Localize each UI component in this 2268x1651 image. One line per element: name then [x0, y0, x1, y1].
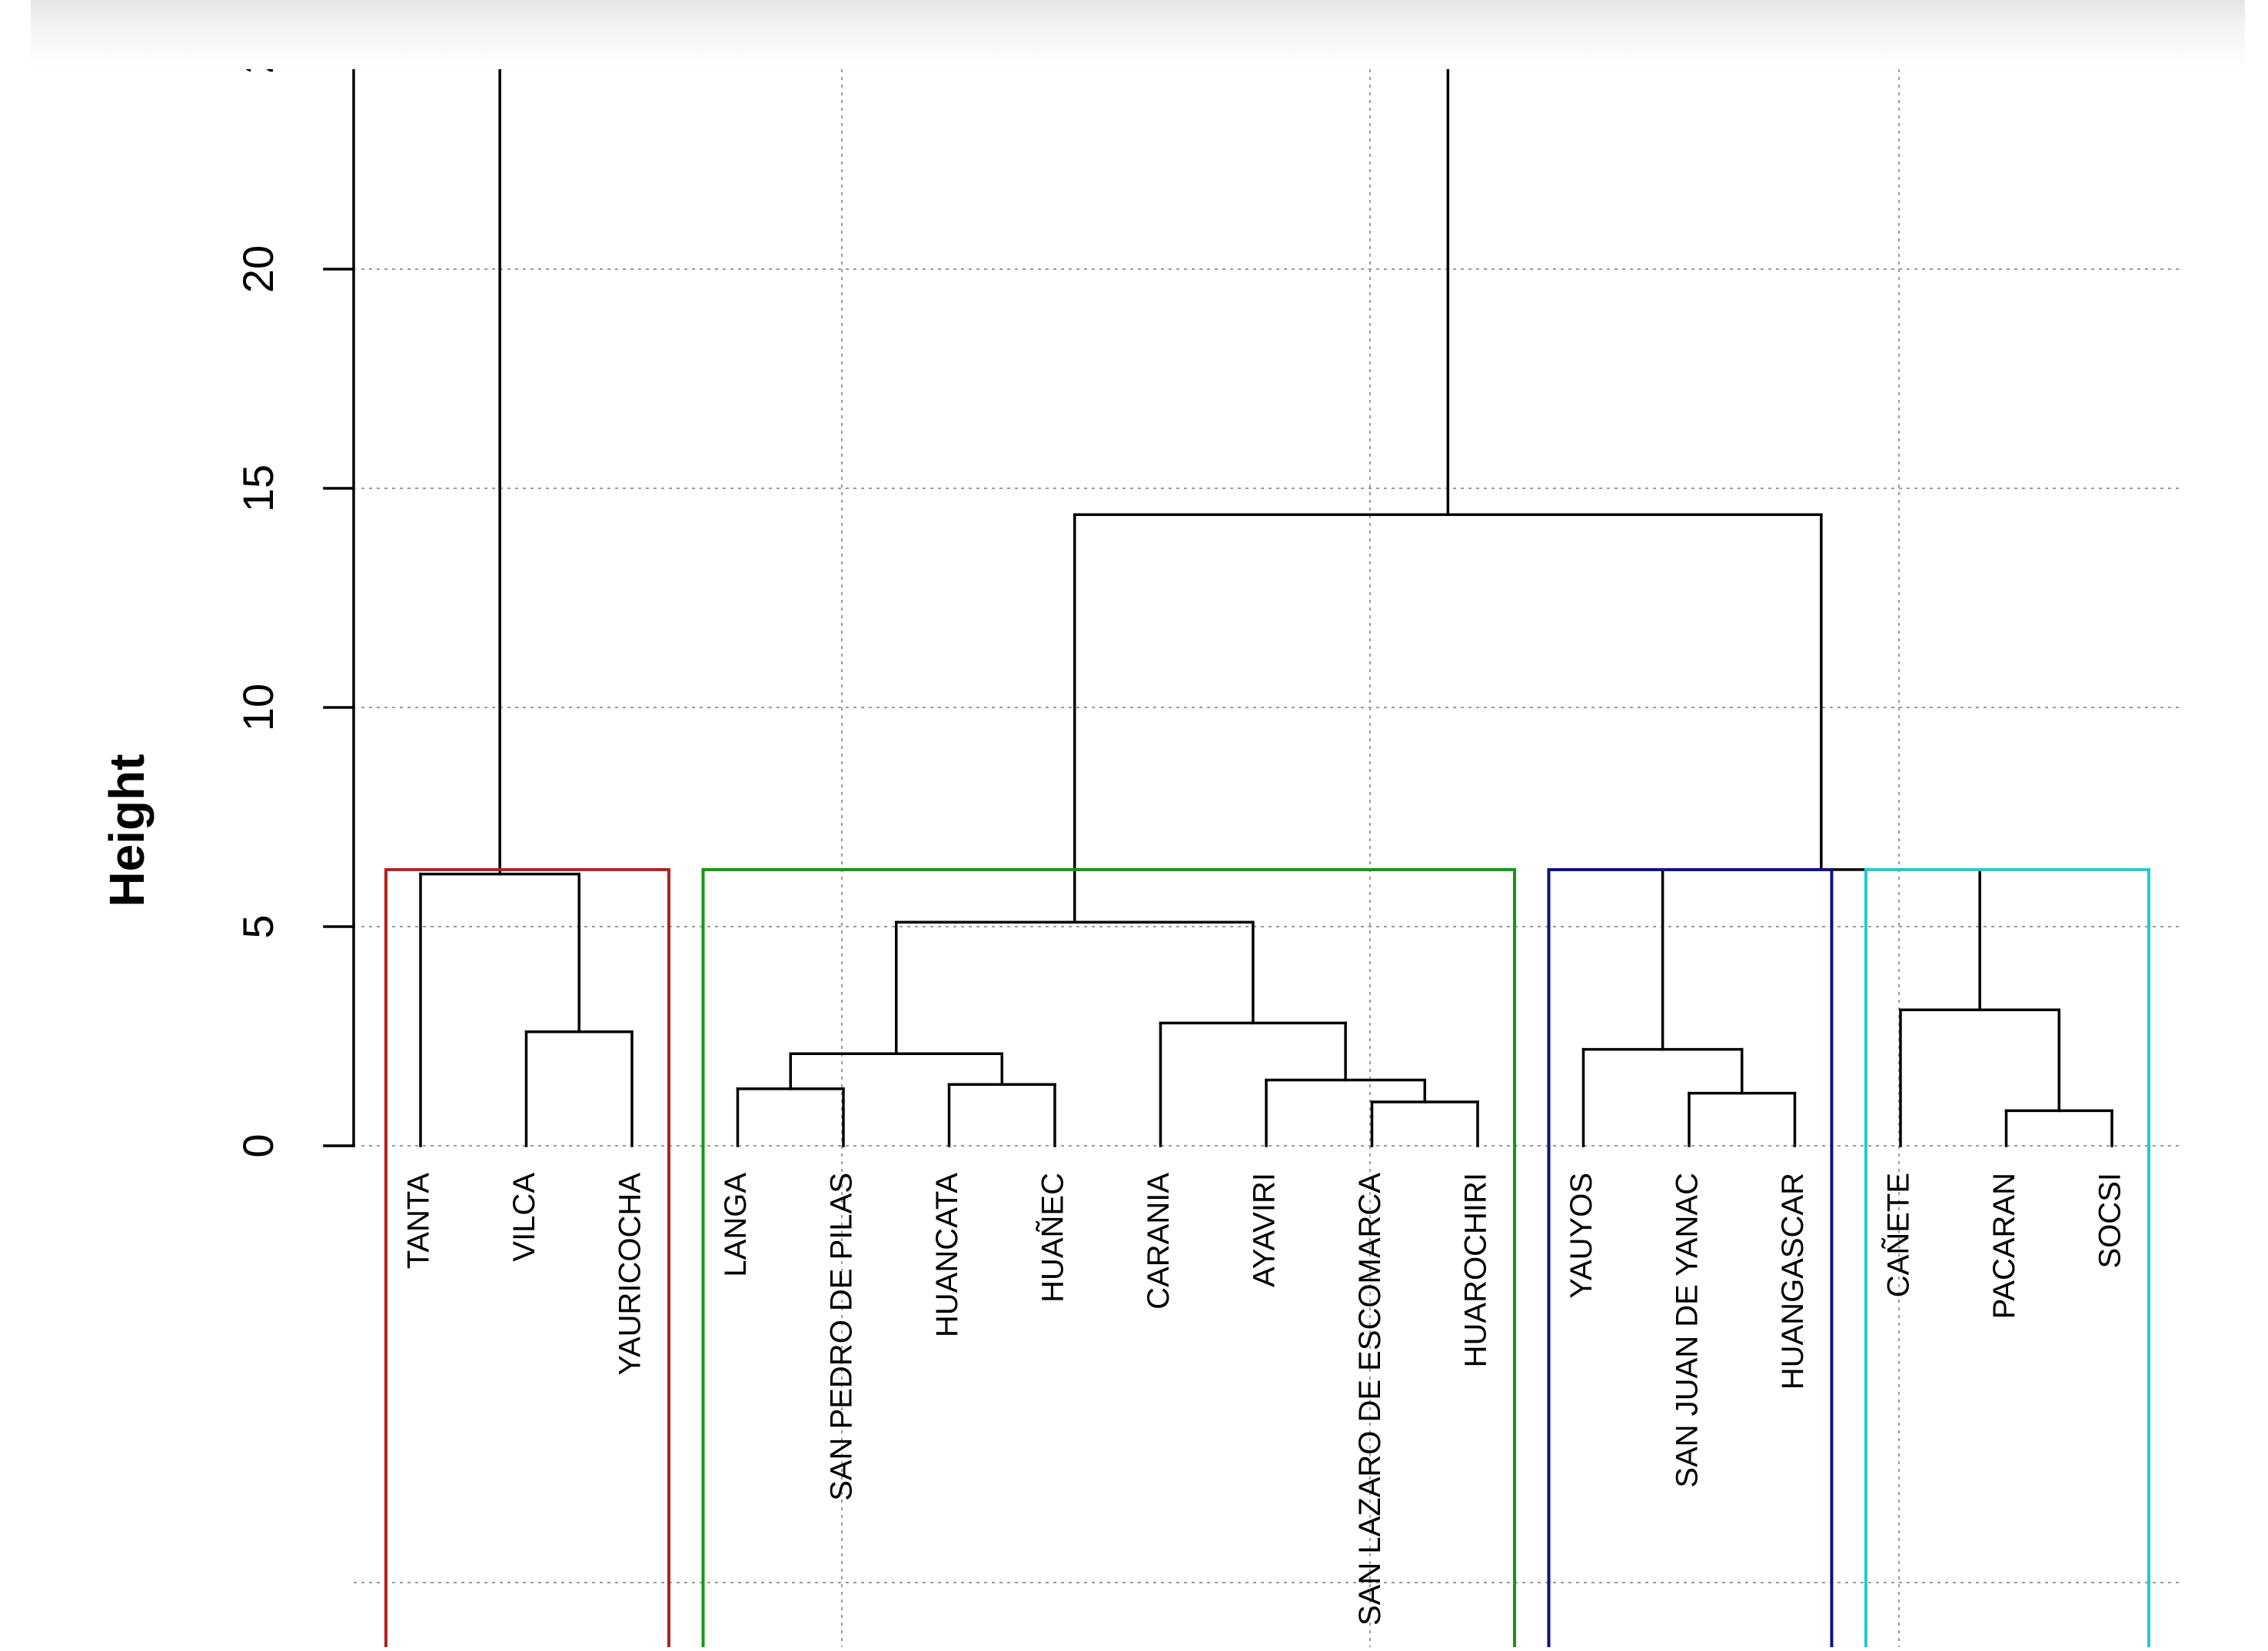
cluster-rect-1	[384, 867, 670, 1651]
leaf-label: HUANGASCAR	[1776, 1173, 1810, 1390]
cluster-rect-4	[1864, 867, 2150, 1651]
y-tick-label: 0	[234, 1133, 282, 1157]
leaf-label: HUAÑEC	[1036, 1173, 1070, 1303]
leaf-label: HUAROCHIRI	[1459, 1173, 1493, 1367]
y-axis-title: Height	[99, 754, 155, 907]
leaf-label: CARANIA	[1142, 1173, 1176, 1310]
y-tick-label: 10	[234, 684, 282, 731]
top-fade	[31, 0, 2245, 69]
leaf-label: AYAVIRI	[1248, 1173, 1282, 1287]
cluster-rect-2	[701, 867, 1516, 1651]
leaf-label: LANGA	[719, 1173, 753, 1277]
leaf-label: YAUYOS	[1565, 1173, 1598, 1299]
leaf-label: VILCA	[507, 1173, 541, 1262]
leaf-label: SAN LAZARO DE ESCOMARCA	[1353, 1173, 1387, 1626]
y-tick-label: 20	[234, 245, 282, 293]
leaf-label: YAURICOCHA	[614, 1173, 647, 1376]
leaf-label: TANTA	[402, 1173, 436, 1269]
y-tick-label: 5	[234, 914, 282, 938]
leaf-label: SAN JUAN DE YANAC	[1671, 1173, 1704, 1488]
leaf-label: SAN PEDRO DE PILAS	[825, 1173, 859, 1501]
leaf-label: CAÑETE	[1881, 1173, 1916, 1297]
leaf-label: PACARAN	[1987, 1173, 2021, 1319]
leaf-label: SOCSI	[2093, 1173, 2127, 1268]
y-tick-label: 15	[234, 464, 282, 512]
cluster-rect-3	[1547, 867, 1834, 1651]
leaf-label: HUANCATA	[930, 1173, 964, 1337]
